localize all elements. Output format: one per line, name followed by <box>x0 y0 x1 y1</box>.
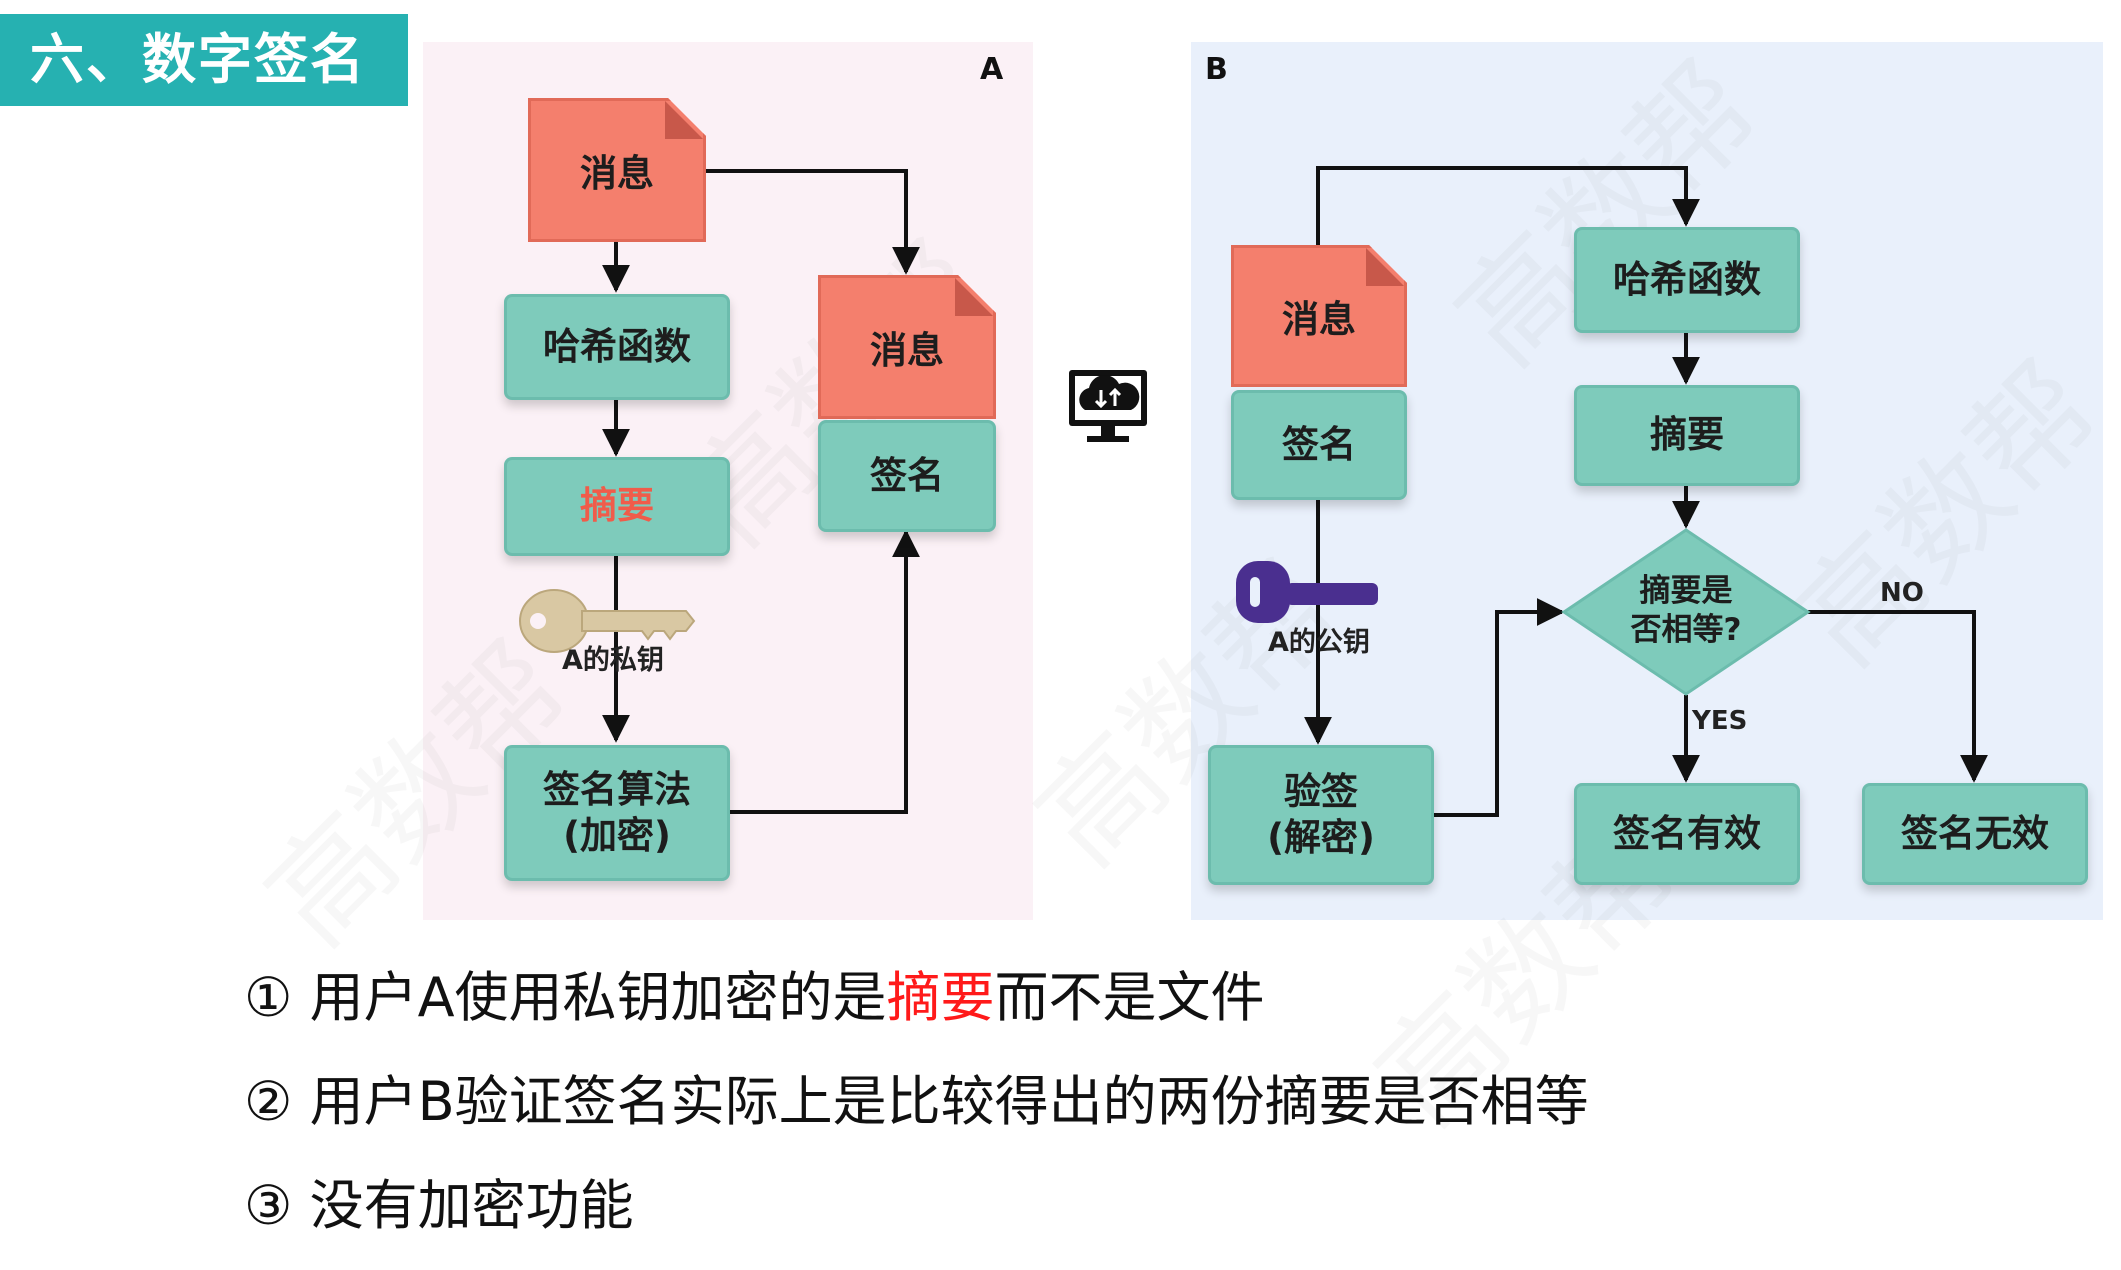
public-key-icon <box>1236 561 1378 623</box>
verify-line1: 验签 <box>1284 769 1358 813</box>
message-doc-b-label: 消息 <box>1282 298 1356 341</box>
hash-function-box-a: 哈希函数 <box>504 294 730 400</box>
message-doc-a-label: 消息 <box>580 152 654 195</box>
message-doc-a: 消息 <box>528 98 706 242</box>
signature-invalid-box: 签名无效 <box>1862 783 2088 885</box>
note-1: ① 用户A使用私钥加密的是摘要而不是文件 <box>244 958 1589 1062</box>
message-doc-a-right-label: 消息 <box>870 329 944 372</box>
yes-label: YES <box>1692 706 1748 736</box>
note-2: ② 用户B验证签名实际上是比较得出的两份摘要是否相等 <box>244 1062 1589 1166</box>
decision-text: 摘要是 否相等? <box>1596 572 1776 650</box>
verify-line2: (解密) <box>1267 816 1375 859</box>
signature-box-a: 签名 <box>818 420 996 532</box>
no-label: NO <box>1880 578 1924 608</box>
message-doc-a-right: 消息 <box>818 275 996 419</box>
note-1-suffix: 而不是文件 <box>994 966 1265 1029</box>
message-doc-b: 消息 <box>1231 245 1407 387</box>
digest-box-b: 摘要 <box>1574 385 1800 486</box>
panel-b-letter: B <box>1205 52 1228 87</box>
arrow-decision-no <box>1808 610 1988 783</box>
note-1-highlight: 摘要 <box>886 966 995 1029</box>
decision-line2: 否相等? <box>1630 611 1742 648</box>
hash-function-box-b: 哈希函数 <box>1574 227 1800 333</box>
signature-valid-box: 签名有效 <box>1574 783 1800 885</box>
notes-list: ① 用户A使用私钥加密的是摘要而不是文件 ② 用户B验证签名实际上是比较得出的两… <box>244 958 1589 1270</box>
note-2-text: ② 用户B验证签名实际上是比较得出的两份摘要是否相等 <box>244 1070 1589 1133</box>
note-3-text: ③ 没有加密功能 <box>244 1174 634 1237</box>
cloud-transfer-monitor-icon <box>1069 370 1147 442</box>
arrow-message-to-hash-b <box>1316 166 1700 245</box>
signature-box-b: 签名 <box>1231 390 1407 500</box>
note-1-prefix: ① 用户A使用私钥加密的是 <box>244 966 887 1029</box>
sign-algorithm-box: 签名算法 (加密) <box>504 745 730 881</box>
note-3: ③ 没有加密功能 <box>244 1166 1589 1270</box>
private-key-icon <box>519 589 696 653</box>
arrow-sign-to-signature <box>730 529 920 814</box>
verify-box: 验签 (解密) <box>1208 745 1434 885</box>
arrow-message-to-right-message <box>706 169 920 275</box>
sign-algorithm-line2: (加密) <box>563 814 671 857</box>
decision-line1: 摘要是 <box>1639 573 1733 609</box>
arrow-verify-to-decision <box>1430 598 1565 817</box>
panel-a-letter: A <box>980 52 1004 87</box>
private-key-label: A的私钥 <box>562 645 664 676</box>
digest-box-a: 摘要 <box>504 457 730 556</box>
sign-algorithm-line1: 签名算法 <box>543 767 691 811</box>
decision-diamond <box>1561 528 1811 696</box>
page-title: 六、数字签名 <box>0 14 408 106</box>
public-key-label: A的公钥 <box>1268 627 1370 658</box>
